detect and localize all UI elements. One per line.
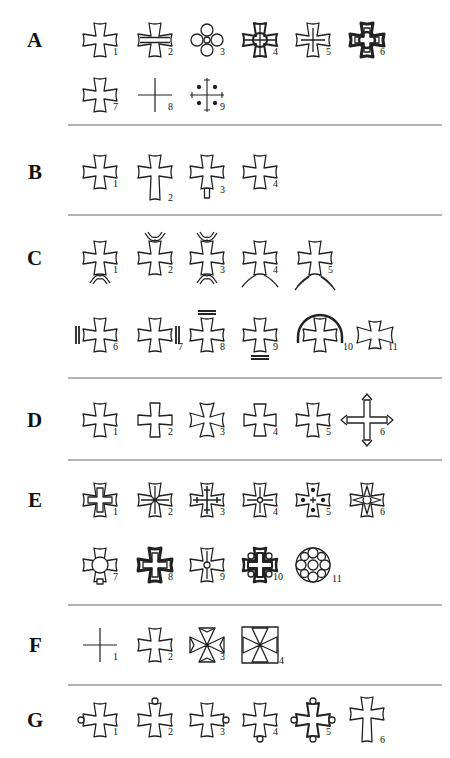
row-letter: C — [27, 248, 42, 269]
figure-number: 2 — [168, 652, 173, 662]
figure-number: 1 — [113, 727, 118, 737]
figure-number: 4 — [273, 507, 278, 517]
figure-number: 7 — [113, 102, 118, 112]
figure-number: 5 — [326, 507, 331, 517]
figure-number: 7 — [178, 342, 183, 352]
figure-number: 1 — [113, 265, 118, 275]
figure-number: 6 — [380, 427, 385, 437]
figure-number: 5 — [326, 427, 331, 437]
row-separators — [68, 125, 442, 685]
cross-figures — [76, 23, 393, 742]
figure-number: 4 — [273, 47, 278, 57]
figure-number: 6 — [380, 507, 385, 517]
figure-number: 6 — [380, 47, 385, 57]
figure-number: 8 — [168, 102, 173, 112]
figure-number: 2 — [168, 47, 173, 57]
figure-number: 2 — [168, 507, 173, 517]
figure-number: 3 — [220, 652, 225, 662]
figure-number: 3 — [220, 427, 225, 437]
figure-number: 2 — [168, 727, 173, 737]
figure-number: 3 — [220, 507, 225, 517]
row-letter: D — [27, 410, 42, 431]
figure-number: 1 — [113, 47, 118, 57]
figure-number: 3 — [220, 727, 225, 737]
figure-number: 3 — [220, 265, 225, 275]
figure-number: 6 — [113, 342, 118, 352]
figure-number: 10 — [343, 342, 353, 352]
figure-number: 9 — [220, 102, 225, 112]
figure-number: 1 — [113, 427, 118, 437]
row-letter: A — [27, 30, 42, 51]
figure-number: 5 — [328, 265, 333, 275]
figure-number: 6 — [380, 735, 385, 745]
figure-number: 11 — [332, 574, 342, 584]
figure-number: 3 — [220, 47, 225, 57]
figure-number: 4 — [273, 179, 278, 189]
row-letter: B — [28, 162, 42, 183]
figure-number: 2 — [168, 193, 173, 203]
figure-number: 5 — [326, 727, 331, 737]
figure-number: 1 — [113, 652, 118, 662]
row-letter: F — [29, 635, 42, 656]
figure-number: 10 — [273, 572, 283, 582]
figure-number: 7 — [113, 572, 118, 582]
figure-number: 5 — [326, 47, 331, 57]
figure-number: 3 — [220, 185, 225, 195]
figure-number: 2 — [168, 427, 173, 437]
figure-number: 4 — [273, 265, 278, 275]
figure-number: 4 — [279, 656, 284, 666]
figure-number: 4 — [273, 727, 278, 737]
figure-number: 9 — [273, 342, 278, 352]
figure-number: 2 — [168, 265, 173, 275]
figure-number: 8 — [168, 572, 173, 582]
figure-number: 4 — [273, 427, 278, 437]
figure-number: 11 — [388, 342, 398, 352]
figure-number: 8 — [220, 342, 225, 352]
figure-number: 9 — [220, 572, 225, 582]
figure-number: 1 — [113, 179, 118, 189]
figure-number: 1 — [113, 507, 118, 517]
row-letter: E — [28, 490, 42, 511]
row-letter: G — [27, 710, 43, 731]
